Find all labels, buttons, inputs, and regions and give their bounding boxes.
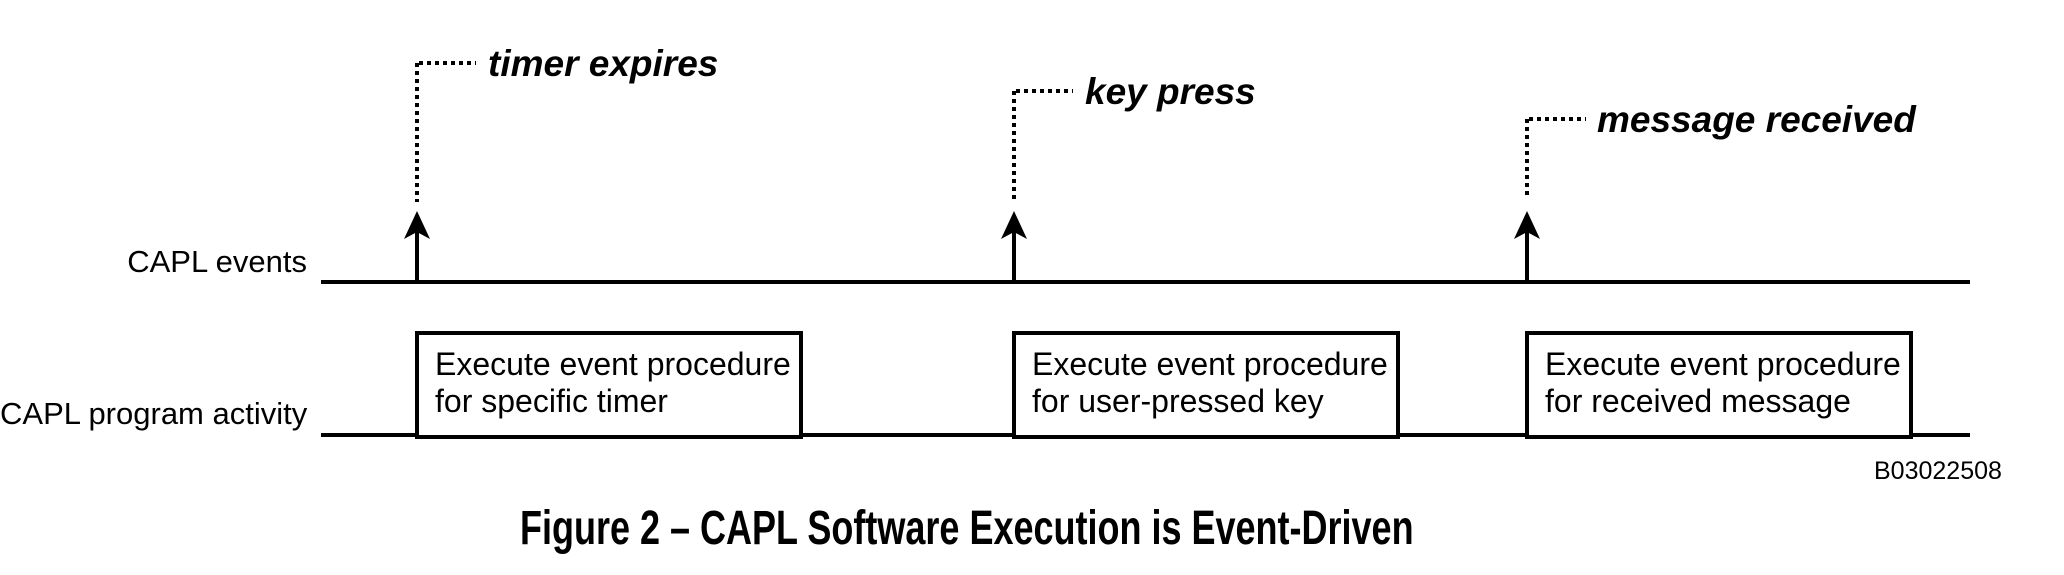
procedure-box-line: for received message (1545, 383, 1851, 419)
dotted-connector-horizontal-key (1016, 89, 1073, 93)
event-arrow-shaft-key (1012, 224, 1016, 282)
figure-reference-code: B03022508 (1874, 457, 2002, 485)
procedure-box-line: Execute event procedure (435, 346, 791, 382)
procedure-box-key: Execute event procedure for user-pressed… (1012, 331, 1400, 439)
dotted-connector-horizontal-timer (419, 61, 476, 65)
callout-label-message-received: message received (1597, 99, 1916, 140)
dotted-connector-vertical-timer (415, 63, 419, 202)
event-arrow-shaft-timer (415, 224, 419, 282)
events-timeline-line (321, 280, 1970, 284)
dotted-connector-horizontal-message (1529, 117, 1586, 121)
callout-label-key-press: key press (1085, 71, 1256, 112)
procedure-box-line: Execute event procedure (1545, 346, 1901, 382)
row-label-capl-events: CAPL events (127, 244, 307, 279)
event-arrow-shaft-message (1525, 224, 1529, 282)
dotted-connector-vertical-message (1525, 119, 1529, 199)
procedure-box-line: Execute event procedure (1032, 346, 1388, 382)
procedure-box-message: Execute event procedure for received mes… (1525, 331, 1913, 439)
procedure-box-timer: Execute event procedure for specific tim… (415, 331, 803, 439)
callout-label-timer-expires: timer expires (488, 43, 719, 84)
row-label-capl-program-activity: CAPL program activity (0, 396, 308, 431)
figure-caption: Figure 2 – CAPL Software Execution is Ev… (520, 502, 1414, 555)
procedure-box-line: for user-pressed key (1032, 383, 1324, 419)
dotted-connector-vertical-key (1012, 91, 1016, 202)
procedure-box-line: for specific timer (435, 383, 668, 419)
